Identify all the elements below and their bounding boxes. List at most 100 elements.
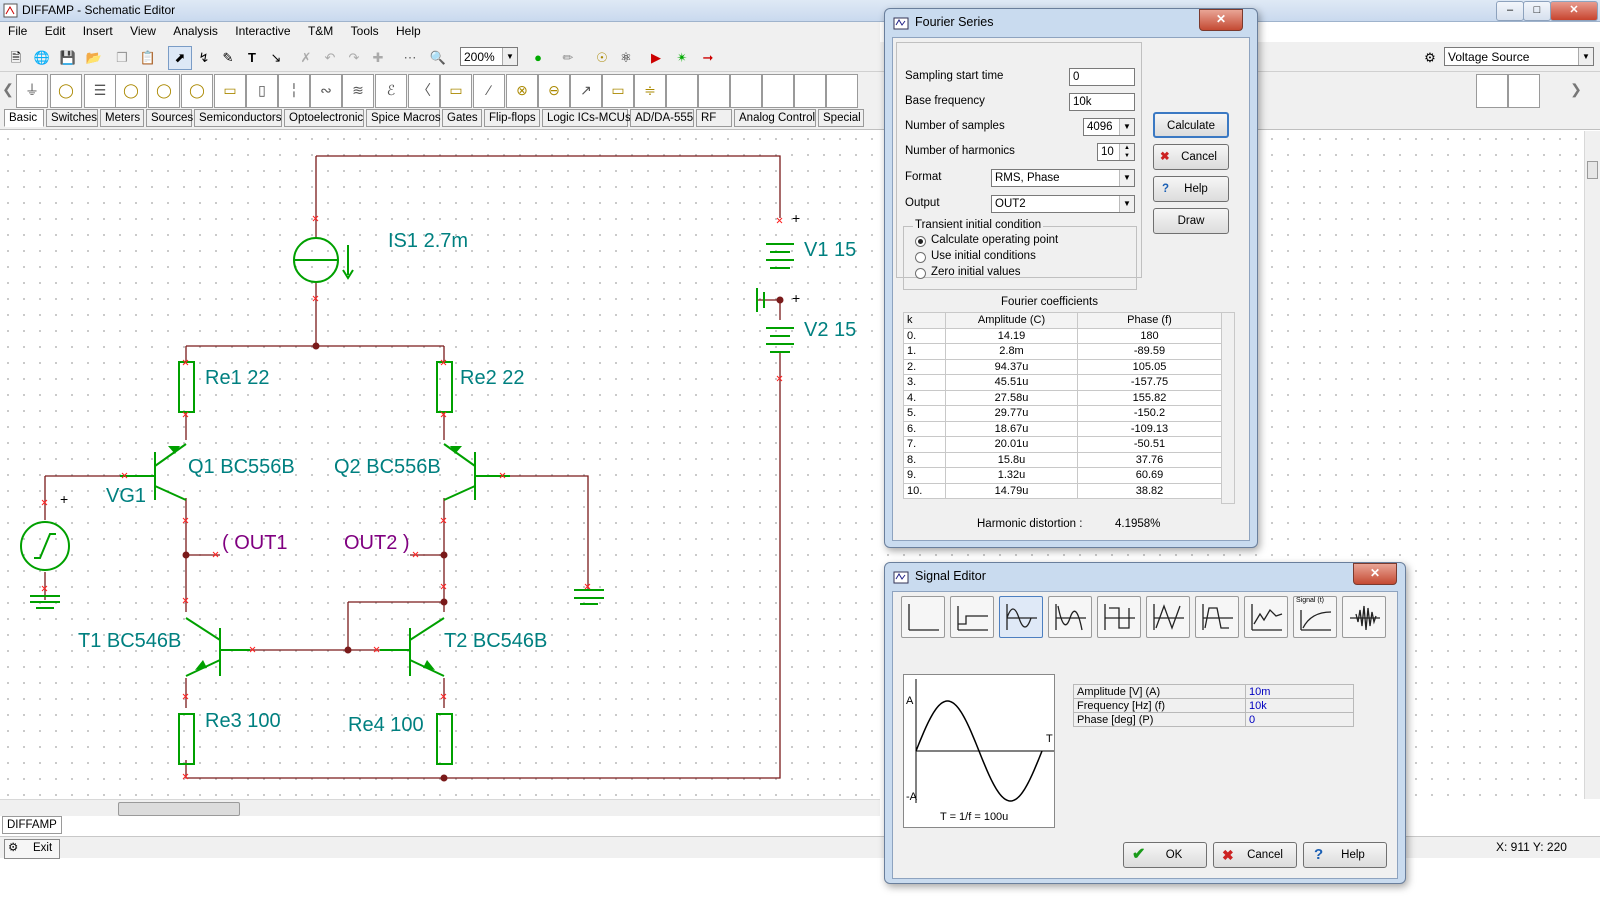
empty-slot-icon[interactable]	[698, 74, 730, 108]
palette-scroll-right-icon[interactable]: ❯	[1570, 81, 1582, 97]
transistor-t1[interactable]	[185, 617, 250, 677]
menu-tools[interactable]: Tools	[350, 24, 379, 38]
label-t2[interactable]: T2 BC546B	[444, 630, 548, 652]
vertical-scroll-thumb[interactable]	[1587, 161, 1598, 179]
select-arrow-icon[interactable]: ⬈	[168, 46, 192, 70]
parameter-value[interactable]: 10k	[1245, 698, 1354, 713]
menu-file[interactable]: File	[8, 24, 28, 38]
tab-spice-macros[interactable]: Spice Macros	[366, 109, 441, 127]
base-frequency-input[interactable]: 10k	[1069, 93, 1135, 111]
inductor-icon[interactable]: ∾	[310, 74, 342, 108]
palette-scroll-left-icon[interactable]: ❮	[2, 81, 14, 97]
maximize-button[interactable]: □	[1523, 1, 1551, 21]
format-select[interactable]: RMS, Phase▼	[991, 169, 1135, 187]
radio-use-initial[interactable]	[915, 252, 926, 263]
potentiometer-icon[interactable]: ↗	[570, 74, 602, 108]
print-icon[interactable]: 📂	[85, 50, 103, 65]
empty-slot-icon[interactable]	[666, 74, 698, 108]
samples-select[interactable]: 4096▼	[1083, 118, 1135, 136]
label-re2[interactable]: Re2 22	[460, 367, 525, 389]
tab-optoelectronic[interactable]: Optoelectronic	[284, 109, 364, 127]
output-select[interactable]: OUT2▼	[991, 195, 1135, 213]
fourier-close-button[interactable]: ✕	[1199, 9, 1243, 31]
signal-t-button[interactable]: Signal (t)	[1293, 596, 1337, 638]
redo-icon[interactable]: ↷	[348, 50, 360, 65]
trapezoid-button[interactable]	[1195, 596, 1239, 638]
transistor-t2[interactable]	[380, 617, 445, 677]
label-out1[interactable]: ( OUT1	[222, 532, 288, 554]
empty-slot-icon[interactable]	[730, 74, 762, 108]
undo-icon[interactable]: ↶	[324, 50, 336, 65]
radio-zero-initial[interactable]	[915, 268, 926, 279]
diode-icon[interactable]: ▶	[651, 50, 661, 65]
table-row[interactable]: 7.20.01u-50.51	[903, 436, 1222, 453]
cosine-button[interactable]	[1048, 596, 1092, 638]
document-tab[interactable]: DIFFAMP	[2, 816, 62, 834]
sine-button[interactable]	[999, 596, 1043, 638]
menu-insert[interactable]: Insert	[82, 24, 113, 38]
grid-icon[interactable]: ⋯	[403, 50, 417, 65]
radio-calculate-op-label[interactable]: Calculate operating point	[931, 234, 1059, 246]
general-waveform-button[interactable]	[1244, 596, 1288, 638]
capacitor-icon[interactable]: ╎	[278, 74, 310, 108]
resistor-re1[interactable]	[178, 361, 195, 413]
paste-icon[interactable]: 📋	[139, 50, 157, 65]
battery-v2[interactable]	[766, 327, 794, 353]
label-re1[interactable]: Re1 22	[205, 367, 270, 389]
voltmeter-icon[interactable]: ☉	[596, 50, 608, 65]
resistor-re4[interactable]	[436, 713, 453, 765]
parameter-row[interactable]: Frequency [Hz] (f)10k	[1073, 698, 1354, 713]
resistor-icon[interactable]: ▭	[214, 74, 246, 108]
delete-icon[interactable]: ✗	[300, 50, 312, 65]
empty-slot-icon[interactable]	[826, 74, 858, 108]
voltage-source-icon[interactable]: ☰	[84, 74, 116, 108]
tab-switches[interactable]: Switches	[46, 109, 98, 127]
table-row[interactable]: 1.2.8m-89.59	[903, 343, 1222, 360]
current-source-icon[interactable]: ◯	[115, 74, 147, 108]
led-icon[interactable]: ✴	[676, 50, 688, 65]
label-re3[interactable]: Re3 100	[205, 710, 281, 732]
signal-cancel-button[interactable]: ✖Cancel	[1213, 842, 1297, 868]
parameter-value[interactable]: 0	[1245, 712, 1354, 727]
new-icon[interactable]: 🗎	[10, 50, 22, 65]
radio-calculate-op[interactable]	[915, 236, 926, 247]
menu-help[interactable]: Help	[396, 24, 421, 38]
transformer2-icon[interactable]: 〈	[408, 74, 440, 108]
tab-gates[interactable]: Gates	[442, 109, 482, 127]
signal-generator-vg1[interactable]	[20, 521, 70, 571]
ground-icon[interactable]: ⏚	[16, 74, 48, 108]
cancel-button[interactable]: ✖Cancel	[1153, 144, 1229, 170]
parameter-row[interactable]: Phase [deg] (P)0	[1073, 712, 1354, 727]
resistor-re2[interactable]	[436, 361, 453, 413]
probe-icon[interactable]: ✏	[562, 50, 574, 65]
minimize-button[interactable]: –	[1496, 1, 1524, 21]
signal-help-button[interactable]: ?Help	[1303, 842, 1387, 868]
tab-basic[interactable]: Basic	[4, 109, 44, 127]
radio-use-initial-label[interactable]: Use initial conditions	[931, 250, 1036, 262]
tab-ad-da[interactable]: AD/DA-555	[630, 109, 694, 127]
label-is1[interactable]: IS1 2.7m	[388, 230, 469, 252]
dc-analysis-icon[interactable]: ●	[534, 50, 542, 65]
tab-special[interactable]: Special	[818, 109, 864, 127]
square-button[interactable]	[1097, 596, 1141, 638]
tab-flip-flops[interactable]: Flip-flops	[484, 109, 540, 127]
draw-button[interactable]: Draw	[1153, 208, 1229, 234]
tab-logic-ics[interactable]: Logic ICs-MCUs	[542, 109, 631, 127]
tab-rf[interactable]: RF	[696, 109, 732, 127]
switch-pal-icon[interactable]: ∕	[473, 74, 505, 108]
empty-slot-icon[interactable]	[762, 74, 794, 108]
tab-meters[interactable]: Meters	[100, 109, 144, 127]
parameter-row[interactable]: Amplitude [V] (A)10m	[1073, 684, 1354, 699]
parameter-value[interactable]: 10m	[1245, 684, 1354, 699]
ammeter-icon[interactable]: ⚛	[620, 50, 632, 65]
table-scrollbar[interactable]	[1221, 312, 1235, 504]
label-out2[interactable]: OUT2 )	[344, 532, 410, 554]
battery-icon[interactable]: ◯	[50, 74, 82, 108]
sampling-start-input[interactable]: 0	[1069, 68, 1135, 86]
table-row[interactable]: 3.45.51u-157.75	[903, 374, 1222, 391]
zoom-select[interactable]: 200%▼	[460, 47, 518, 66]
voltmeter-pal-icon[interactable]: ◯	[148, 74, 180, 108]
pencil-icon[interactable]: ✎	[222, 50, 234, 65]
